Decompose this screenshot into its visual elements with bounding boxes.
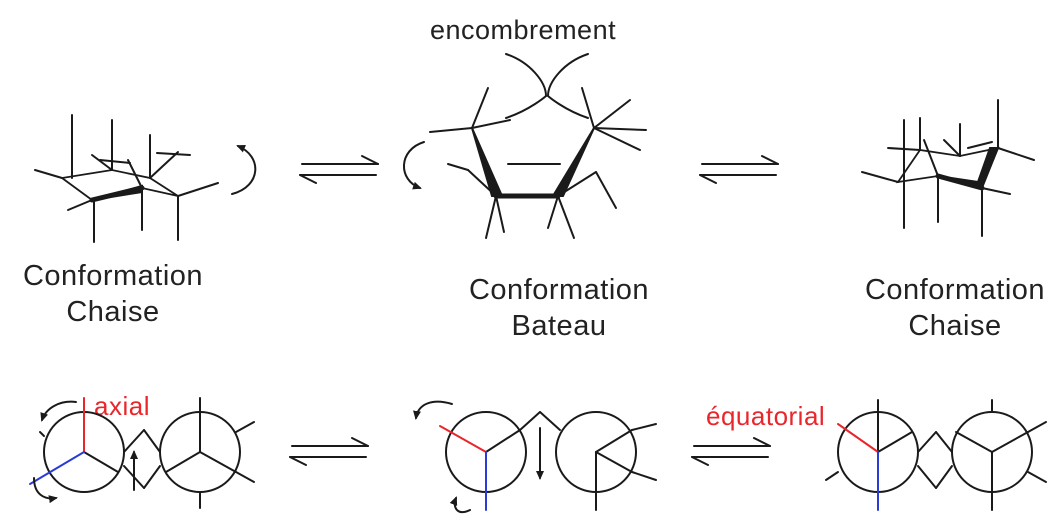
chair-right-line2: Chaise [908,310,1002,343]
equatorial-bond-left [29,451,85,485]
chair-right-caption: Conformation Chaise [852,272,1058,345]
equatorial-bond-middle-red [439,425,487,453]
rotation-arrow-middle-bottom [449,496,471,514]
equilibrium-arrow-top-right [699,155,779,184]
rotation-arrow-middle-top [413,400,453,420]
equilibrium-arrow-bottom-right [691,437,771,466]
boat-wedge-left [471,127,504,197]
chair-left-caption: Conformation Chaise [10,258,216,331]
boat-caption: Conformation Bateau [454,272,664,345]
chair-left-line1: Conformation [22,260,204,292]
equatorial-bond-right-red [837,423,879,453]
rotation-arrow-newman-bottom [33,477,58,504]
newman-middle [445,411,657,511]
boat-line1: Conformation [468,274,650,306]
chair-right-structure [861,99,1035,237]
chair-right-line1: Conformation [864,274,1046,306]
rotation-arrow-boat [403,141,425,190]
equilibrium-arrow-top-left [299,155,379,184]
newman-right [825,399,1047,511]
equilibrium-arrow-bottom-left [289,437,369,466]
steric-hindrance-label: encombrement [430,15,617,45]
newman-left [39,397,255,509]
rotation-arrow-newman-top [40,400,77,422]
equatorial-label: équatorial [706,401,826,431]
steric-hindrance-arcs [505,53,589,119]
boat-structure [429,87,647,239]
chair-left-line2: Chaise [66,296,160,329]
rotation-arrow-chair-left [231,145,257,195]
chair-left-structure [34,114,219,243]
boat-line2: Bateau [511,310,607,343]
